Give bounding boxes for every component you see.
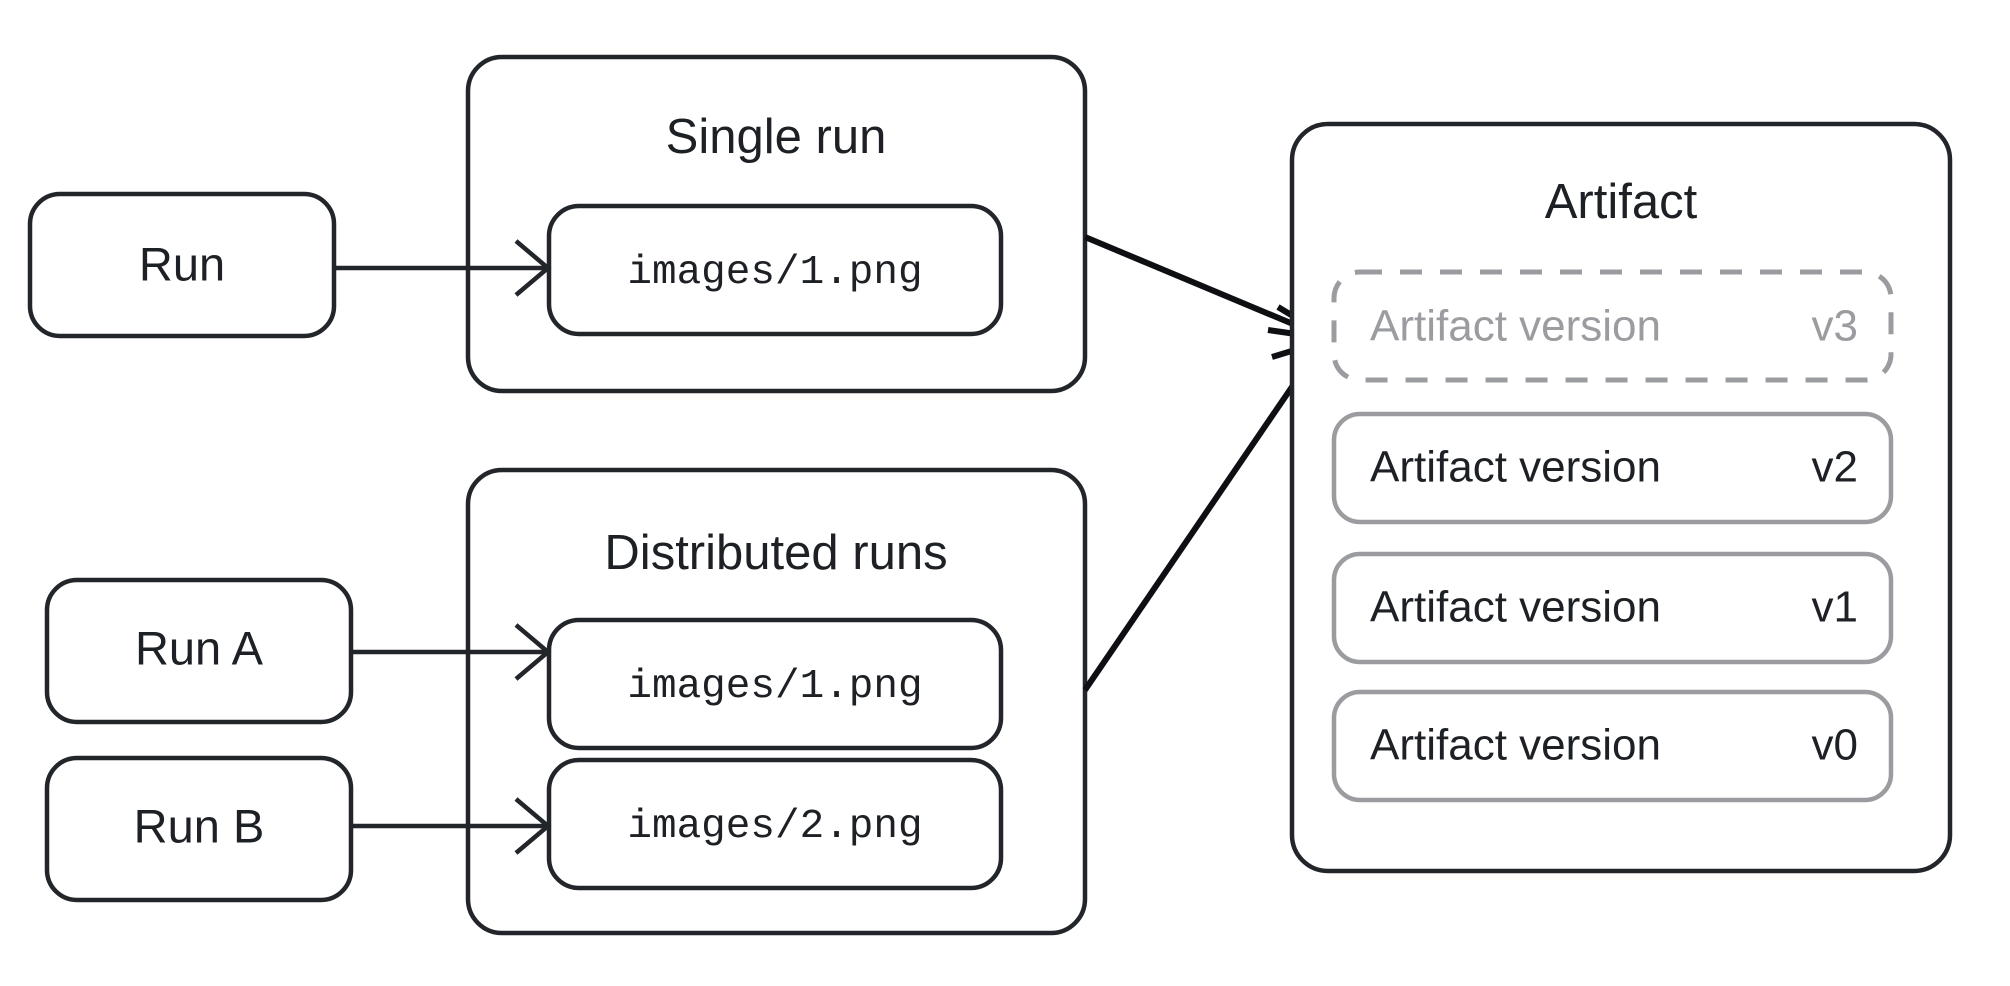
artifact-version-name-v0: Artifact version: [1370, 721, 1661, 770]
artifact-version-box-v0[interactable]: [1331, 689, 1894, 803]
artifact-version-name-v3: Artifact version: [1370, 302, 1661, 351]
artifact-version-tag-v1: v1: [1812, 583, 1858, 632]
artifact-version-tag-v3: v3: [1812, 302, 1858, 351]
edge-run-b-to-file: [351, 797, 552, 855]
run-a-node[interactable]: Run A: [44, 577, 354, 725]
artifact-version-name-v1: Artifact version: [1370, 583, 1661, 632]
edge-distributed-runs-diag: [1082, 338, 1327, 692]
artifact-version-row-v3[interactable]: Artifact version v3: [1331, 269, 1894, 383]
artifact-panel: Artifact Artifact version v3 Artifact ve…: [1289, 121, 1953, 874]
distributed-file-box-1[interactable]: [546, 617, 1004, 751]
run-box[interactable]: [27, 191, 337, 339]
artifact-version-row-v1[interactable]: Artifact version v1: [1331, 551, 1894, 665]
edge-run-to-file: [334, 239, 552, 297]
run-b-node[interactable]: Run B: [44, 755, 354, 903]
artifact-version-box-v1[interactable]: [1331, 551, 1894, 665]
distributed-file-label-2: images/2.png: [627, 804, 922, 850]
single-run-file-label: images/1.png: [627, 250, 922, 296]
run-a-label: Run A: [135, 621, 264, 674]
artifact-version-box-v2[interactable]: [1331, 411, 1894, 525]
arrowhead-run-b-to-file: [514, 797, 552, 855]
run-b-box[interactable]: [44, 755, 354, 903]
run-label: Run: [139, 237, 225, 290]
artifact-version-row-v0[interactable]: Artifact version v0: [1331, 689, 1894, 803]
edge-run-a-to-file: [351, 623, 552, 681]
group-distributed-runs: Distributed runs images/1.png images/2.p…: [465, 467, 1088, 936]
arrowhead-run-to-file: [514, 239, 552, 297]
run-node[interactable]: Run: [27, 191, 337, 339]
distributed-file-label-1: images/1.png: [627, 664, 922, 710]
artifact-version-row-v2[interactable]: Artifact version v2: [1331, 411, 1894, 525]
group-single-run: Single run images/1.png: [465, 54, 1088, 394]
artifact-version-tag-v2: v2: [1812, 443, 1858, 492]
edge-single-run-diag: [1083, 234, 1326, 340]
single-run-title: Single run: [666, 110, 887, 164]
run-b-label: Run B: [134, 799, 265, 852]
arrowhead-run-a-to-file: [514, 623, 552, 681]
distributed-runs-title: Distributed runs: [604, 526, 947, 580]
artifact-title: Artifact: [1545, 175, 1698, 229]
artifact-version-tag-v0: v0: [1812, 721, 1858, 770]
artifact-version-name-v2: Artifact version: [1370, 443, 1661, 492]
artifact-version-box-v3[interactable]: [1331, 269, 1894, 383]
